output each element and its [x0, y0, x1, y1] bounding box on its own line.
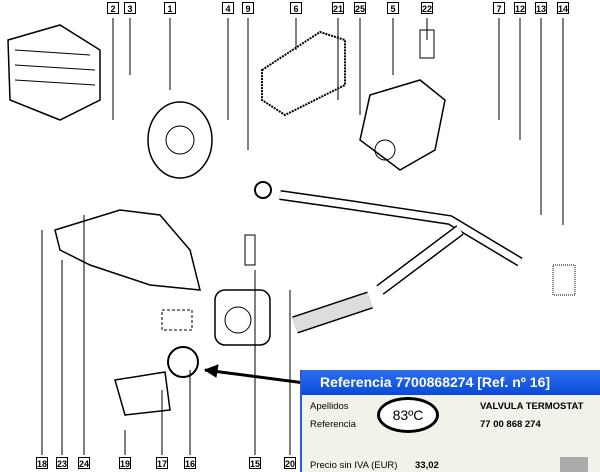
callout-17[interactable]: 17 [156, 457, 168, 469]
callout-14[interactable]: 14 [557, 2, 569, 14]
part-ref-value: 77 00 868 274 [480, 419, 541, 430]
callout-25[interactable]: 25 [354, 2, 366, 14]
callout-15[interactable]: 15 [249, 457, 261, 469]
callout-12[interactable]: 12 [514, 2, 526, 14]
price-value: 33,02 [415, 460, 439, 471]
callout-5[interactable]: 5 [387, 2, 399, 14]
callout-9[interactable]: 9 [242, 2, 254, 14]
temperature-annotation: 83ºC [377, 397, 439, 433]
referencia-label: Referencia [310, 419, 356, 430]
apellidos-label: Apellidos [310, 401, 349, 412]
callout-1[interactable]: 1 [164, 2, 176, 14]
price-label: Precio sin IVA (EUR) [310, 460, 398, 471]
callout-22[interactable]: 22 [421, 2, 433, 14]
popup-title-bar[interactable]: Referencia 7700868274 [Ref. nº 16] [302, 370, 600, 395]
popup-body: Apellidos Referencia 83ºC VALVULA TERMOS… [302, 395, 600, 472]
callout-16[interactable]: 16 [184, 457, 196, 469]
part-name-value: VALVULA TERMOSTAT [480, 401, 584, 412]
callout-13[interactable]: 13 [535, 2, 547, 14]
callout-24[interactable]: 24 [78, 457, 90, 469]
callout-4[interactable]: 4 [222, 2, 234, 14]
callout-2[interactable]: 2 [107, 2, 119, 14]
popup-button[interactable] [560, 457, 588, 472]
callout-19[interactable]: 19 [119, 457, 131, 469]
callout-23[interactable]: 23 [56, 457, 68, 469]
callout-6[interactable]: 6 [290, 2, 302, 14]
callout-21[interactable]: 21 [332, 2, 344, 14]
callout-20[interactable]: 20 [284, 457, 296, 469]
callout-3[interactable]: 3 [124, 2, 136, 14]
part-info-popup: Referencia 7700868274 [Ref. nº 16] Apell… [300, 370, 600, 472]
callout-18[interactable]: 18 [36, 457, 48, 469]
callout-7[interactable]: 7 [493, 2, 505, 14]
